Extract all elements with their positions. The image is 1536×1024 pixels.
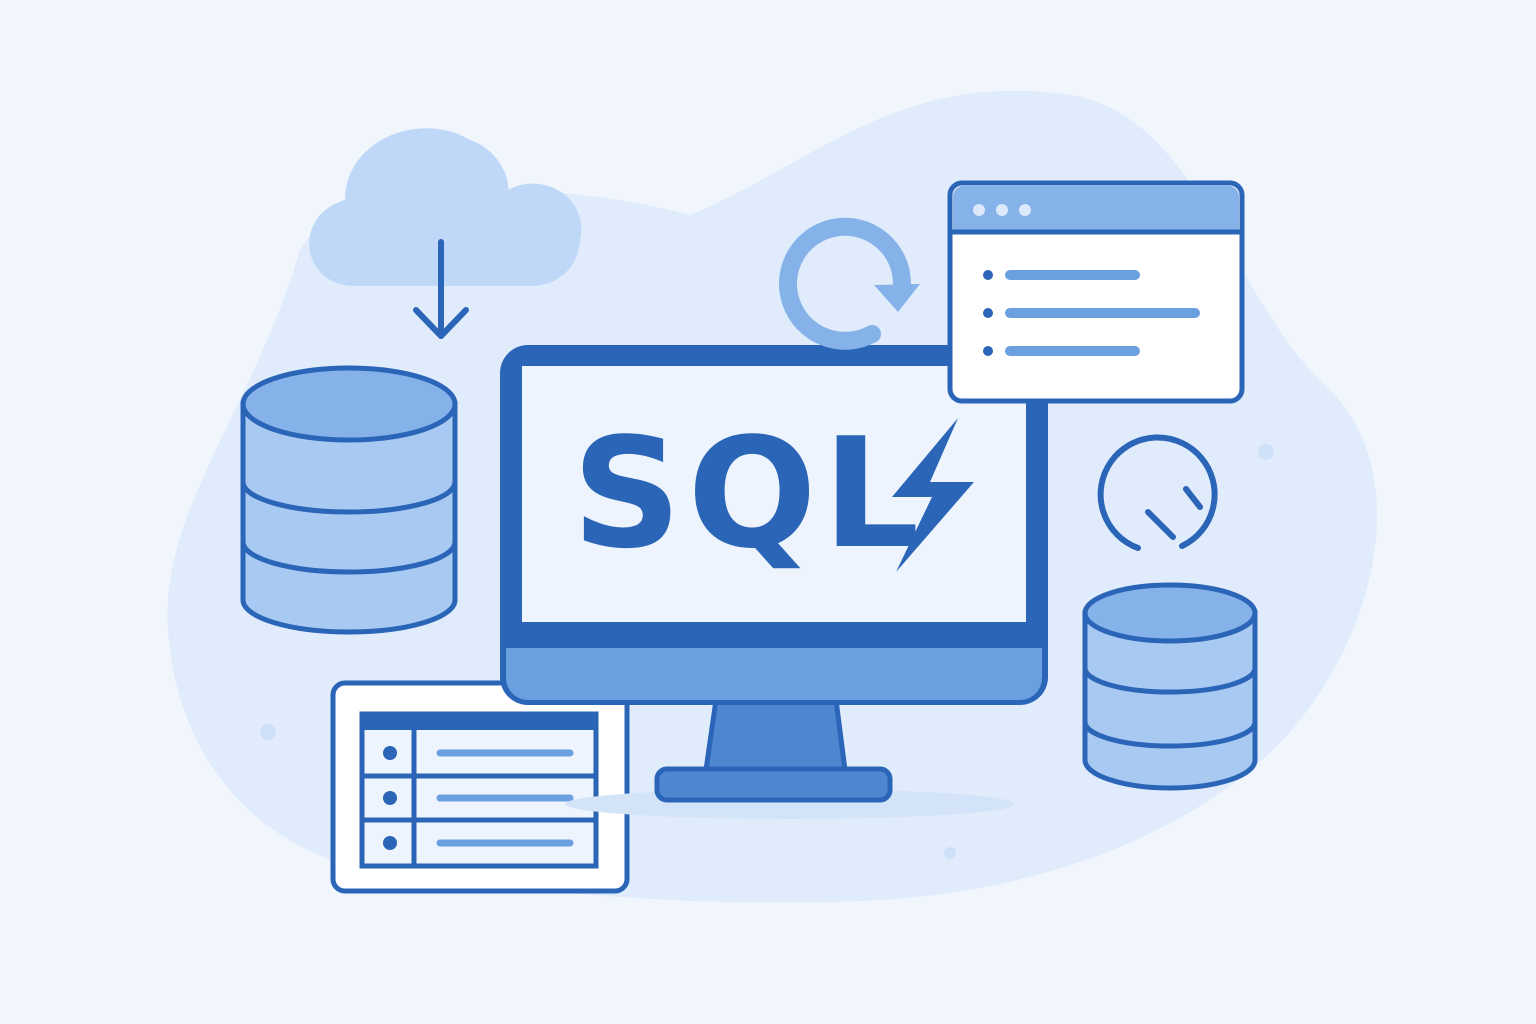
sql-label: SQL [572,405,926,582]
browser-window-icon [947,180,1245,404]
database-icon [1082,582,1258,791]
sql-monitor-icon: SQL [500,345,1048,705]
refresh-icon [779,217,920,350]
database-icon [240,365,458,635]
decor-dot [944,847,956,859]
lightning-bolt-icon [892,418,974,572]
cloud-download-icon [309,128,582,339]
decor-dot [260,724,276,740]
table-grid-icon [330,680,630,894]
stopwatch-icon [1097,434,1218,551]
decor-dot [1258,444,1274,460]
